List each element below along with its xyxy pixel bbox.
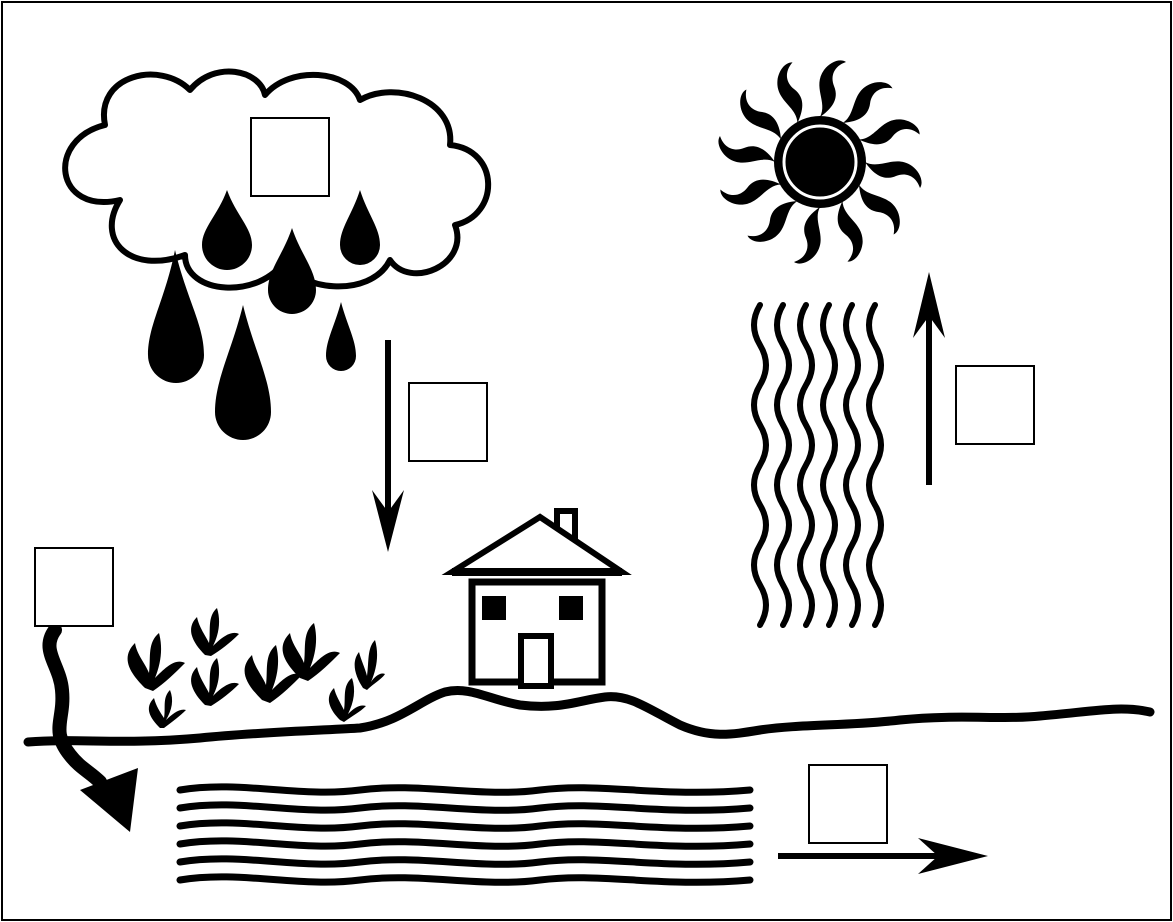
infiltration-arrow-icon — [49, 630, 138, 832]
evaporation-label-box[interactable] — [955, 365, 1035, 445]
raindrop-icon — [215, 305, 271, 440]
sun-icon — [718, 60, 921, 263]
infiltration-label-box[interactable] — [34, 547, 114, 627]
raindrop-icon — [326, 302, 356, 371]
heat-waves-icon — [754, 305, 881, 625]
plants-icon — [128, 608, 385, 728]
ground-line-icon — [28, 691, 1150, 742]
house-icon — [452, 511, 622, 686]
precipitation-label-box[interactable] — [408, 382, 488, 462]
cloud-label-box[interactable] — [250, 117, 330, 197]
groundwater-layers-icon — [180, 787, 750, 882]
evaporation-arrow-icon — [913, 272, 945, 485]
groundwater-label-box[interactable] — [808, 764, 888, 844]
precipitation-arrow-icon — [372, 340, 404, 552]
